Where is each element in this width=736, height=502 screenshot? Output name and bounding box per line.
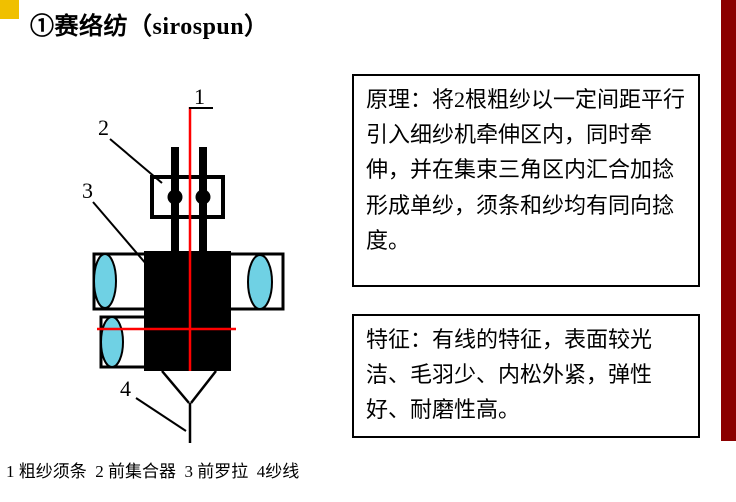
collector-dot-left [167,189,183,205]
figure-caption: 1 粗纱须条 2 前集合器 3 前罗拉 4纱线 [6,462,300,481]
front-collector-frame [150,175,225,219]
yarn-triangle-right [190,370,217,404]
right-edge-bar [721,0,736,441]
page-title: ①赛络纺（sirospun） [30,14,269,40]
feature-text: 特征：有线的特征，表面较光洁、毛羽少、内松外紧，弹性好、耐磨性高。 [366,327,653,423]
roller-end-cap-upper-left [93,253,117,309]
diagram-label-1: 1 [194,84,205,109]
front-roller-upper-left [92,252,148,311]
leader-line-4 [135,397,187,432]
roller-end-cap-right [247,254,273,310]
yarn-triangle-left [161,370,190,404]
drafting-nip-block [144,251,231,371]
roving-rod-right [199,147,207,252]
roller-end-cap-lower-left [100,316,124,368]
leader-line-2 [109,138,163,184]
collector-dot-right [195,189,211,205]
leader-line-3 [92,201,148,266]
diagram-label-2: 2 [98,115,109,140]
diagram-label-4: 4 [120,376,131,401]
diagram-label-3: 3 [82,178,93,203]
front-roller-right [227,252,285,311]
front-roller-lower-left [99,315,148,369]
principle-text: 原理：将2根粗纱以一定间距平行引入细纱机牵伸区内，同时牵伸，并在集束三角区内汇合… [366,87,686,253]
principle-box: 原理：将2根粗纱以一定间距平行引入细纱机牵伸区内，同时牵伸，并在集束三角区内汇合… [352,74,700,287]
roving-rod-left [171,147,179,252]
corner-accent-square [0,0,19,19]
feature-box: 特征：有线的特征，表面较光洁、毛羽少、内松外紧，弹性好、耐磨性高。 [352,314,700,438]
